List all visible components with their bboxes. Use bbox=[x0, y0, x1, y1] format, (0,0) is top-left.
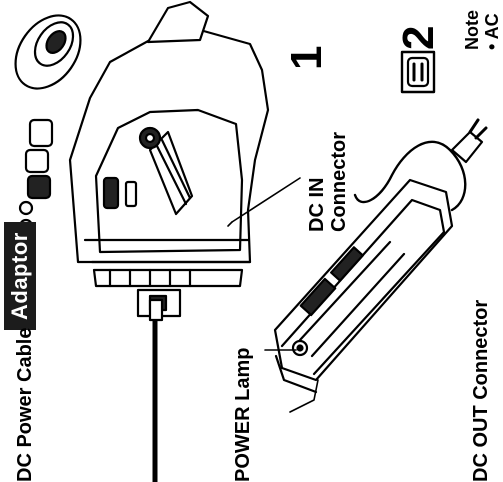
dc-power-cable-label: DC Power Cable bbox=[14, 327, 36, 482]
ac-cord-illustration bbox=[353, 140, 467, 212]
dc-in-connector-label: Connector bbox=[328, 132, 350, 232]
ac-plug-illustration bbox=[450, 118, 488, 164]
ac-adaptor-illustration bbox=[273, 178, 454, 394]
dc-out-connector-label: DC OUT Connector bbox=[470, 299, 492, 482]
note-bullet: • AC bbox=[482, 13, 502, 50]
wall-outlet-illustration bbox=[400, 50, 436, 94]
step-1-number: 1 bbox=[282, 45, 331, 70]
dc-out-leader-line bbox=[289, 379, 319, 413]
power-lamp-label: POWER Lamp bbox=[232, 347, 254, 482]
dc-power-cable-illustration bbox=[148, 298, 164, 482]
camcorder-illustration bbox=[14, 0, 270, 318]
note-label: Note bbox=[462, 10, 482, 50]
dc-in-leader-line bbox=[231, 177, 301, 223]
dc-in-label: DC IN bbox=[306, 177, 328, 232]
section-title: Adaptor bbox=[4, 222, 36, 330]
step-2-number: 2 bbox=[394, 25, 443, 50]
